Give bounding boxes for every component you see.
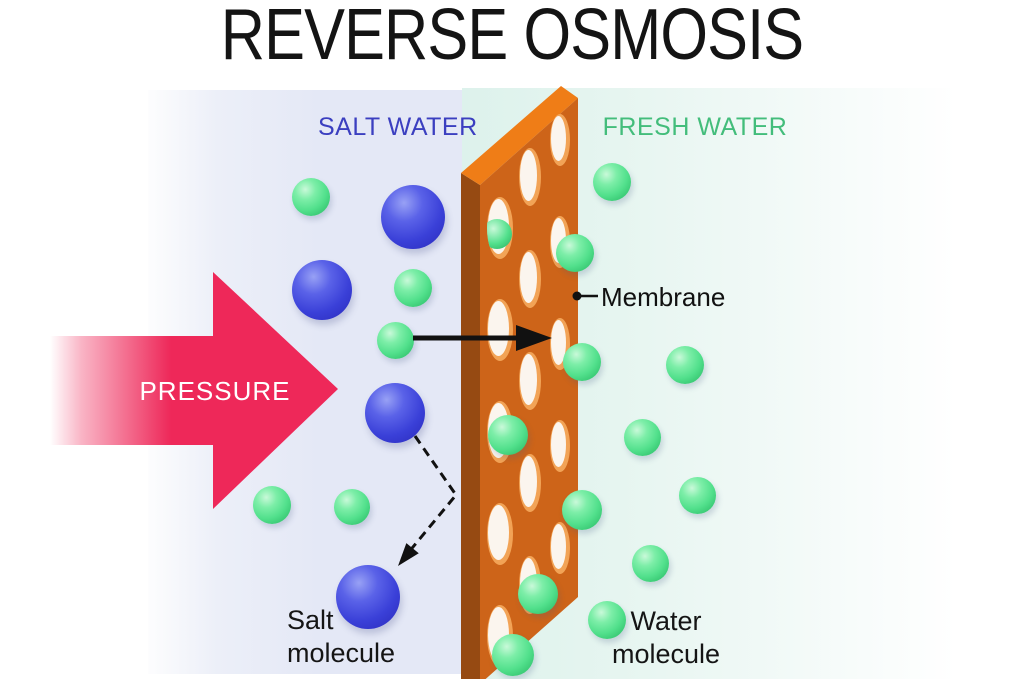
membrane-hole bbox=[550, 114, 570, 166]
water-molecule bbox=[334, 489, 370, 525]
membrane-hole bbox=[550, 420, 570, 472]
salt-molecule bbox=[365, 383, 425, 443]
salt-molecule bbox=[381, 185, 445, 249]
water-molecule bbox=[394, 269, 432, 307]
membrane-side-face bbox=[461, 173, 480, 679]
membrane-hole-opening bbox=[520, 456, 537, 507]
membrane-hole-opening bbox=[551, 524, 566, 569]
salt-legend-line2: molecule bbox=[287, 638, 396, 668]
water-molecule-in-pore bbox=[487, 219, 512, 249]
membrane-hole bbox=[519, 250, 541, 308]
membrane-hole bbox=[519, 148, 541, 206]
membrane-hole-opening bbox=[551, 422, 566, 467]
pressure-label: PRESSURE bbox=[139, 376, 291, 406]
salt-water-label: SALT WATER bbox=[318, 113, 478, 141]
membrane-hole bbox=[487, 197, 513, 259]
salt-legend-line1: Salt bbox=[287, 605, 334, 635]
water-molecule bbox=[518, 574, 558, 614]
water-molecule bbox=[678, 476, 716, 514]
diagram-title: REVERSE OSMOSIS bbox=[220, 0, 804, 75]
membrane-hole-opening bbox=[488, 301, 509, 356]
membrane-hole bbox=[519, 454, 541, 512]
membrane-hole-opening bbox=[551, 116, 566, 161]
water-molecule bbox=[563, 343, 601, 381]
membrane-hole-opening bbox=[520, 150, 537, 201]
membrane-hole bbox=[550, 522, 570, 574]
water-molecule bbox=[253, 486, 291, 524]
membrane-hole bbox=[519, 352, 541, 410]
membrane-hole bbox=[487, 299, 513, 361]
water-molecule bbox=[562, 490, 602, 530]
membrane-hole-opening bbox=[551, 320, 566, 365]
salt-molecule-legend: Salt molecule bbox=[287, 604, 395, 670]
water-molecule bbox=[292, 178, 330, 216]
water-molecule bbox=[556, 234, 594, 272]
membrane-hole-opening bbox=[520, 354, 537, 405]
water-molecule bbox=[376, 321, 414, 359]
salt-molecule bbox=[336, 565, 400, 629]
membrane-hole-opening bbox=[520, 252, 537, 303]
water-molecule bbox=[666, 346, 704, 384]
membrane-hole bbox=[487, 503, 513, 565]
water-molecule bbox=[488, 415, 528, 455]
water-molecule bbox=[492, 634, 534, 676]
water-molecule bbox=[588, 601, 626, 639]
membrane-label: Membrane bbox=[601, 282, 726, 312]
water-molecule bbox=[631, 544, 669, 582]
salt-molecule bbox=[292, 260, 352, 320]
water-molecule-legend: Water molecule bbox=[596, 605, 736, 671]
fresh-water-label: FRESH WATER bbox=[602, 113, 788, 141]
water-molecule bbox=[593, 163, 631, 201]
membrane-hole-opening bbox=[488, 505, 509, 560]
water-legend-line1: Water bbox=[630, 606, 702, 636]
water-molecule bbox=[623, 418, 661, 456]
water-legend-line2: molecule bbox=[611, 639, 721, 669]
